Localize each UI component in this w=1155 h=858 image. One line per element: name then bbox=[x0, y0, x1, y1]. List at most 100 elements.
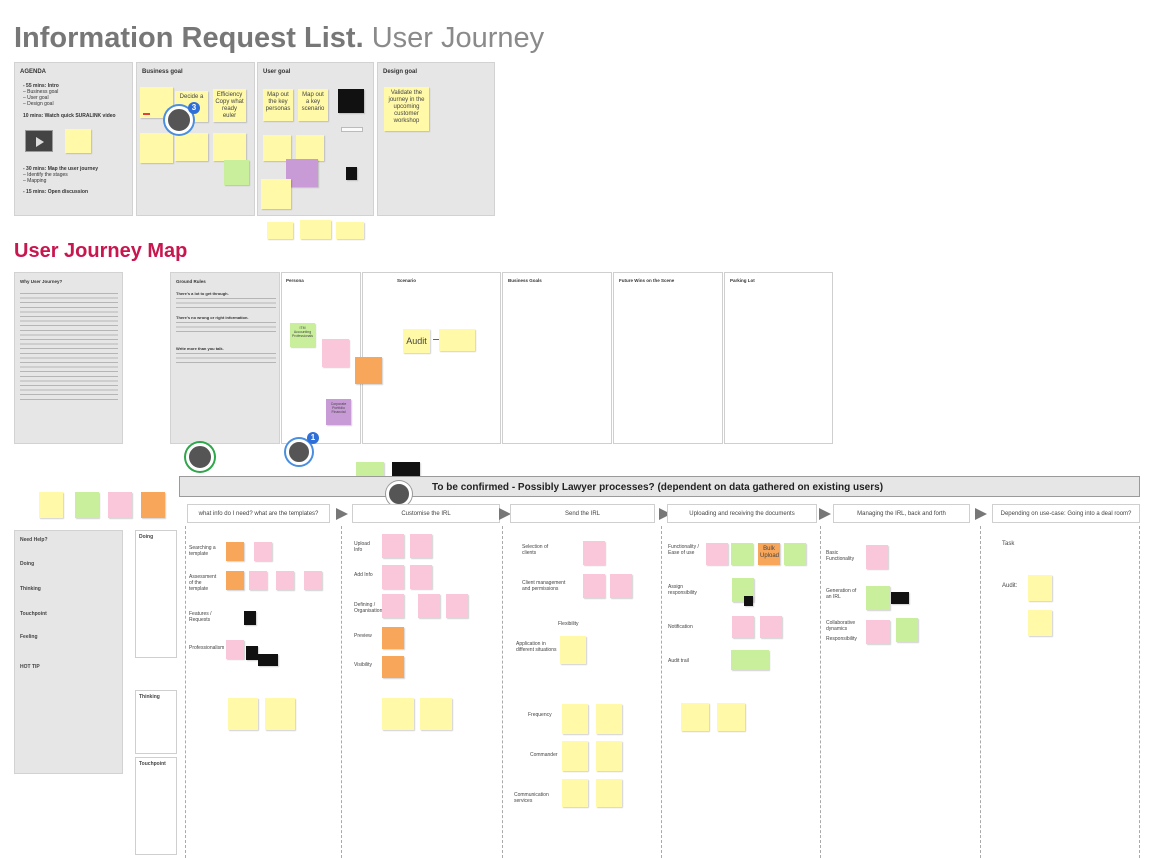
comment-count-badge[interactable]: 1 bbox=[307, 432, 319, 444]
title-subtitle: User Journey bbox=[372, 22, 544, 54]
sticky-note[interactable] bbox=[446, 594, 468, 618]
column-divider bbox=[1139, 526, 1140, 858]
sticky-note[interactable] bbox=[346, 167, 357, 180]
sticky-note[interactable] bbox=[1028, 575, 1052, 601]
sticky-note[interactable] bbox=[866, 545, 888, 569]
sticky-note[interactable] bbox=[1028, 610, 1052, 636]
sticky-note[interactable] bbox=[731, 543, 753, 565]
parking-lot-title: Parking Lot bbox=[730, 278, 755, 283]
sticky-note[interactable] bbox=[226, 542, 244, 561]
sticky-note[interactable] bbox=[583, 574, 605, 598]
comment-count-badge[interactable]: 3 bbox=[188, 102, 200, 114]
scenario-title: Scenario bbox=[397, 278, 416, 283]
sticky-note[interactable] bbox=[382, 627, 404, 649]
legend-swatch-yellow bbox=[39, 492, 63, 518]
sticky-note[interactable] bbox=[681, 703, 709, 731]
sticky-note[interactable] bbox=[596, 779, 622, 807]
sticky-note[interactable] bbox=[562, 704, 588, 734]
sticky-note[interactable] bbox=[338, 89, 364, 113]
sticky-note[interactable] bbox=[226, 640, 244, 659]
sticky-note[interactable] bbox=[410, 565, 432, 589]
row-label: Visibility bbox=[354, 662, 376, 668]
sticky-note[interactable] bbox=[866, 620, 890, 644]
stage-header: Uploading and receiving the documents bbox=[667, 504, 817, 523]
sticky-note[interactable] bbox=[706, 543, 728, 565]
sticky-note[interactable] bbox=[760, 616, 782, 638]
sticky-note[interactable] bbox=[866, 586, 890, 610]
sticky-note[interactable] bbox=[300, 220, 331, 239]
sticky-note[interactable] bbox=[322, 339, 349, 367]
sticky-note[interactable] bbox=[420, 698, 452, 730]
sticky-note[interactable] bbox=[562, 741, 588, 771]
sticky-note[interactable] bbox=[296, 135, 324, 161]
user-avatar[interactable] bbox=[186, 443, 214, 471]
persona-title: Persona bbox=[286, 278, 304, 283]
sticky-note[interactable] bbox=[276, 571, 294, 590]
sticky-note[interactable] bbox=[258, 654, 278, 666]
sticky-note[interactable] bbox=[336, 222, 364, 239]
sticky-note[interactable] bbox=[249, 571, 267, 590]
sticky-note[interactable] bbox=[65, 129, 91, 153]
sticky-note[interactable] bbox=[175, 133, 208, 161]
bulk-upload-note[interactable]: Bulk Upload bbox=[758, 543, 780, 565]
sticky-note[interactable] bbox=[226, 571, 244, 590]
rule-text bbox=[176, 320, 276, 336]
agenda-panel: AGENDA - 55 mins: Intro – Business goal … bbox=[14, 62, 133, 216]
sticky-note[interactable] bbox=[596, 704, 622, 734]
sticky-note[interactable]: ITM Accounting Professionals bbox=[290, 323, 315, 347]
row-label: Searching a template bbox=[189, 545, 221, 557]
sticky-note[interactable] bbox=[267, 222, 293, 239]
business-goal-title: Business goal bbox=[142, 69, 183, 75]
sticky-note[interactable] bbox=[382, 565, 404, 589]
help-title: Need Help? bbox=[20, 537, 48, 543]
sticky-note[interactable] bbox=[382, 594, 404, 618]
legend-title: Thinking bbox=[139, 694, 160, 700]
sticky-note[interactable] bbox=[382, 656, 404, 678]
sticky-note[interactable] bbox=[244, 611, 256, 625]
sticky-note[interactable] bbox=[213, 133, 246, 161]
sticky-note[interactable]: Efficiency Copy what ready euler bbox=[213, 89, 246, 122]
sticky-note[interactable] bbox=[304, 571, 322, 590]
sticky-note[interactable] bbox=[254, 542, 272, 561]
sticky-note[interactable] bbox=[140, 133, 173, 163]
legend-card-doing: Doing bbox=[135, 530, 177, 658]
sticky-note[interactable] bbox=[560, 636, 586, 664]
sticky-note[interactable] bbox=[263, 135, 291, 161]
business-goal-panel: Business goal Decide a Efficiency Copy w… bbox=[136, 62, 255, 216]
sticky-note[interactable]: Corporate Portfolio Financial bbox=[326, 399, 351, 425]
sticky-note[interactable]: Map out a key scenario bbox=[298, 89, 328, 121]
arrow-icon bbox=[819, 508, 831, 520]
sticky-note[interactable] bbox=[610, 574, 632, 598]
sticky-note[interactable] bbox=[382, 534, 404, 558]
sticky-note[interactable]: Map out the key personas bbox=[263, 89, 293, 121]
sticky-note[interactable] bbox=[246, 646, 258, 660]
sticky-note[interactable] bbox=[265, 698, 295, 730]
sticky-note[interactable] bbox=[224, 160, 249, 185]
sticky-note[interactable] bbox=[732, 616, 754, 638]
legend-card-touchpoint: Touchpoint bbox=[135, 757, 177, 855]
video-thumbnail[interactable] bbox=[25, 130, 53, 152]
sticky-note[interactable]: Validate the journey in the upcoming cus… bbox=[384, 87, 429, 131]
sticky-note[interactable] bbox=[583, 541, 605, 565]
help-panel: Need Help? Doing Thinking Touchpoint Fee… bbox=[14, 530, 123, 774]
sticky-note[interactable] bbox=[744, 596, 753, 606]
agenda-item: – Mapping bbox=[23, 178, 133, 184]
column-divider bbox=[502, 526, 503, 858]
sticky-note[interactable] bbox=[355, 357, 382, 384]
sticky-note[interactable] bbox=[596, 741, 622, 771]
sticky-note[interactable] bbox=[731, 650, 769, 670]
sticky-note[interactable] bbox=[228, 698, 258, 730]
sticky-note[interactable] bbox=[382, 698, 414, 730]
page-title: Information Request List. User Journey bbox=[14, 22, 544, 55]
sticky-note[interactable] bbox=[439, 329, 475, 351]
sticky-note[interactable] bbox=[410, 534, 432, 558]
sticky-note[interactable] bbox=[717, 703, 745, 731]
sticky-note[interactable] bbox=[891, 592, 909, 604]
sticky-note[interactable] bbox=[562, 779, 588, 807]
sticky-note[interactable] bbox=[418, 594, 440, 618]
audit-note[interactable]: Audit bbox=[403, 329, 430, 353]
sticky-note[interactable] bbox=[784, 543, 806, 565]
sticky-note[interactable] bbox=[261, 179, 291, 209]
sticky-note[interactable] bbox=[896, 618, 918, 642]
user-avatar[interactable] bbox=[286, 439, 312, 465]
